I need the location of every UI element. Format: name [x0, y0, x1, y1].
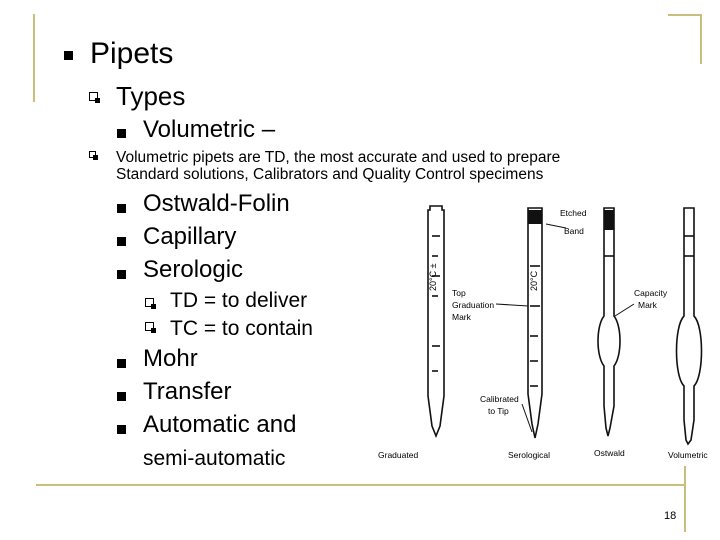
volumetric-pipet — [675, 207, 703, 446]
bullet-square-icon — [117, 129, 126, 138]
item-serologic: Serologic — [143, 256, 244, 283]
heading-pipets: Pipets — [90, 37, 174, 70]
item-capillary: Capillary — [143, 223, 237, 250]
frame-bottom-right-line — [684, 466, 686, 532]
etched-band-mark — [528, 210, 542, 224]
bullet-square-icon — [117, 425, 126, 434]
frame-top-right-line — [668, 14, 702, 16]
leader-line — [614, 303, 635, 317]
bullet-box-icon — [145, 298, 156, 309]
graduated-pipet — [427, 205, 445, 439]
page-number: 18 — [664, 510, 677, 522]
bullet-square-icon — [117, 270, 126, 279]
item-td: TD = to deliver — [170, 289, 308, 312]
serological-pipet — [527, 207, 543, 439]
scale-text: 20°C — [529, 270, 539, 291]
bullet-box-icon — [145, 322, 156, 333]
frame-bottom-line — [36, 484, 685, 486]
note-line-2: Standard solutions, Calibrators and Qual… — [116, 166, 544, 183]
caption-serological: Serological — [508, 450, 550, 460]
caption-ostwald: Ostwald — [594, 448, 625, 458]
item-ostwald-folin: Ostwald-Folin — [143, 190, 290, 217]
item-automatic: Automatic and — [143, 411, 297, 438]
frame-right-line — [700, 14, 702, 64]
frame-left-line — [33, 14, 35, 102]
item-tc: TC = to contain — [170, 317, 313, 340]
item-volumetric: Volumetric – — [143, 116, 276, 143]
heading-types: Types — [116, 81, 186, 111]
ostwald-band-mark — [604, 210, 614, 230]
leader-line — [495, 303, 529, 307]
bullet-box-icon — [89, 92, 100, 103]
item-transfer: Transfer — [143, 378, 232, 405]
bullet-square-icon — [117, 392, 126, 401]
item-mohr: Mohr — [143, 345, 198, 372]
scale-text: 20°C ± — [428, 263, 438, 291]
leader-line — [545, 223, 567, 229]
caption-graduated: Graduated — [378, 450, 418, 460]
bullet-square-icon — [117, 237, 126, 246]
bullet-square-icon — [117, 204, 126, 213]
note-line-1: Volumetric pipets are TD, the most accur… — [116, 149, 561, 166]
bullet-square-icon — [64, 51, 73, 60]
caption-volumetric: Volumetric — [668, 450, 708, 460]
leader-line — [521, 403, 533, 433]
bullet-box-icon — [89, 151, 98, 160]
item-semi-automatic: semi-automatic — [143, 447, 286, 470]
bullet-square-icon — [117, 359, 126, 368]
ostwald-pipet — [597, 207, 621, 437]
